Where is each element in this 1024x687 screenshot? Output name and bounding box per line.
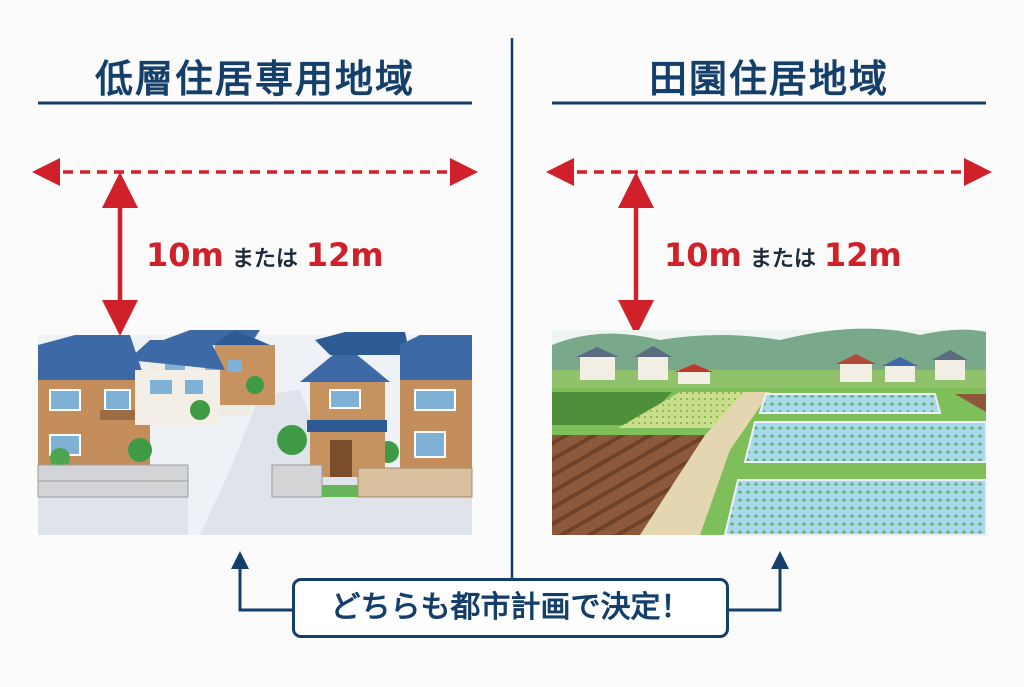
height-value-1: 10m (664, 236, 742, 274)
house (38, 335, 155, 465)
left-height-label: 10m または 12m (146, 236, 384, 274)
height-connector: または (749, 247, 816, 272)
footer-note-box: どちらも都市計画で決定！ (292, 578, 729, 638)
house (315, 332, 472, 470)
height-connector: または (231, 247, 298, 272)
left-panel-title: 低層住居専用地域 (94, 57, 415, 101)
residential-illustration (37, 330, 473, 535)
right-height-label: 10m または 12m (664, 236, 902, 274)
height-value-1: 10m (146, 236, 224, 274)
farmland-illustration (552, 328, 987, 536)
right-footer-arrow (729, 551, 789, 612)
right-panel-title: 田園住居地域 (648, 57, 889, 101)
height-value-2: 12m (305, 236, 384, 274)
house (300, 345, 390, 477)
house (128, 340, 225, 425)
left-footer-arrow (231, 551, 292, 612)
house (212, 330, 275, 405)
height-value-2: 12m (823, 236, 902, 274)
